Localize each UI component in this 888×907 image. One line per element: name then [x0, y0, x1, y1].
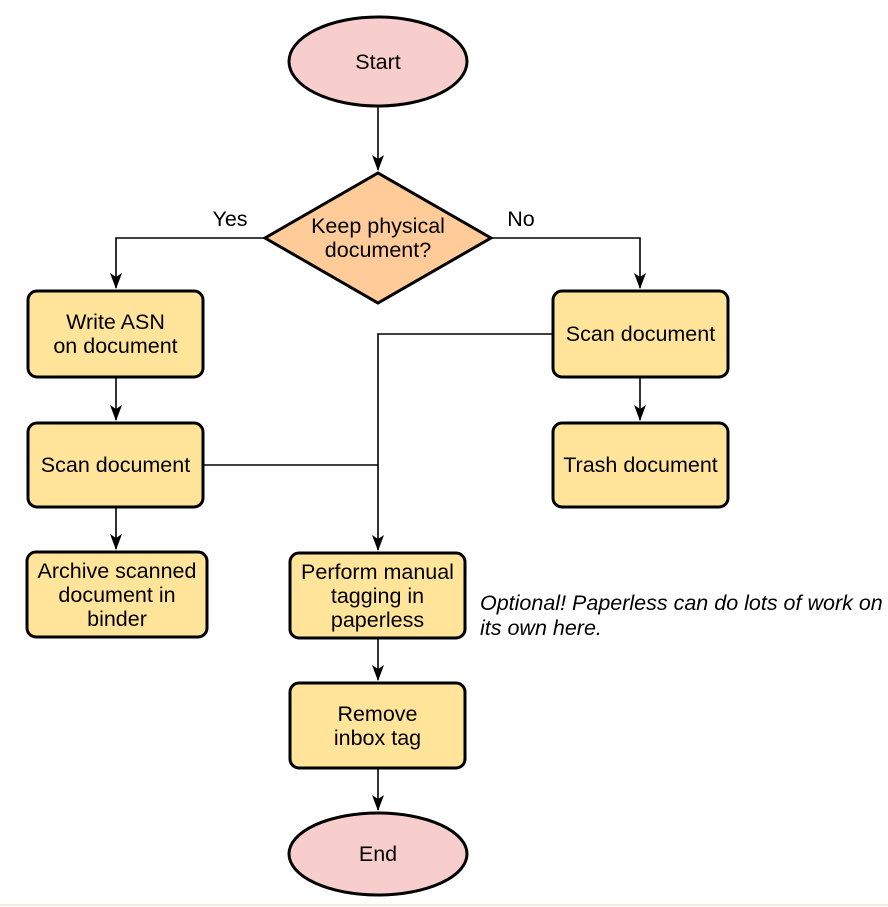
start-label: Start	[355, 49, 401, 74]
remove-inbox-label: Remove inbox tag	[333, 701, 422, 750]
page-bottom-edge-line	[0, 904, 888, 906]
decision-diamond-shape	[261, 171, 495, 305]
end-terminator-shape	[287, 811, 469, 897]
scan-right-label: Scan document	[565, 322, 716, 346]
edge-group	[110, 106, 646, 811]
start-terminator-shape	[287, 15, 469, 108]
trash-label: Trash document	[563, 453, 718, 477]
tagging-process-shape	[288, 551, 467, 640]
shape-group	[25, 15, 730, 897]
remove-inbox-process-shape	[288, 681, 467, 770]
write-asn-label: Write ASN on document	[53, 310, 178, 358]
optional-note: Optional! Paperless can do lots of work …	[480, 591, 883, 640]
scan-right-process-shape	[551, 289, 730, 379]
end-label: End	[358, 842, 398, 866]
archive-process-shape	[25, 550, 209, 639]
edge-label-yes: Yes	[212, 207, 248, 231]
edge-label-no: No	[507, 207, 535, 231]
scan-left-process-shape	[26, 421, 205, 509]
scan-left-label: Scan document	[40, 453, 191, 477]
edge-scan-right-to-tagging	[372, 333, 553, 551]
tagging-label: Perform manual tagging in paperless	[301, 559, 454, 632]
write-asn-process-shape	[26, 289, 205, 379]
archive-label: Archive scanned document in binder	[37, 558, 197, 631]
trash-process-shape	[551, 421, 730, 509]
edge-decision-no-to-scan-right	[491, 237, 646, 289]
edge-decision-yes-to-write-asn	[110, 237, 265, 289]
decision-label: Keep physical document?	[311, 214, 445, 262]
